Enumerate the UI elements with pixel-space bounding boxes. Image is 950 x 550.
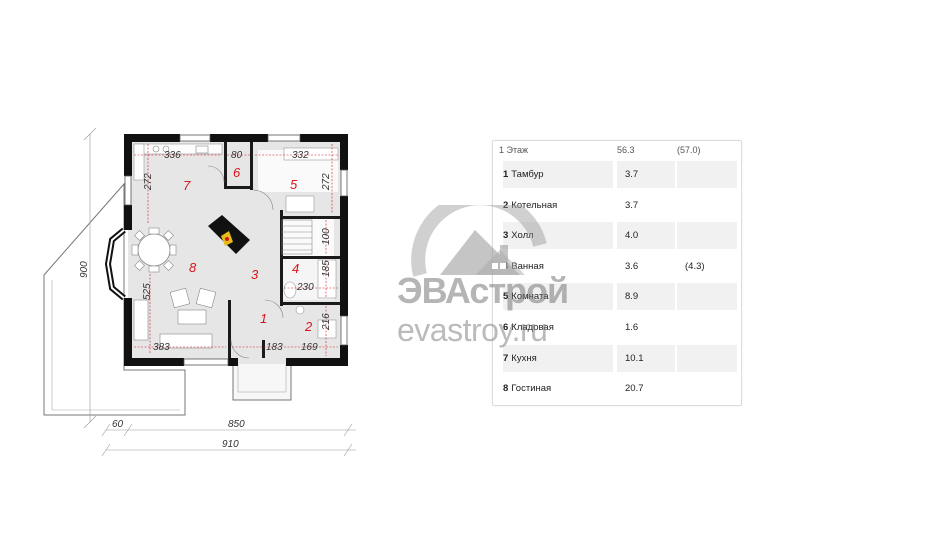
porch [232, 361, 292, 401]
dim-boiler-width: 169 [301, 342, 318, 353]
dim-vestibule-width: 183 [266, 342, 283, 353]
room-number: 5 [503, 291, 509, 303]
room-number-1: 1 [260, 311, 267, 326]
dim-living-depth: 525 [142, 283, 153, 300]
room-area-alt [677, 192, 737, 219]
room-name: Ванная [511, 260, 544, 272]
room-name: Кухня [511, 352, 537, 364]
floor-label: 1 Этаж [499, 145, 529, 155]
room-area: 3.7 [617, 161, 675, 188]
room-area: 3.7 [625, 199, 639, 211]
room-number-5: 5 [290, 177, 298, 192]
room-area: 1.6 [625, 322, 639, 333]
room-area-alt [677, 314, 737, 341]
total-area-alt: (57.0) [677, 145, 701, 155]
dim-storage-width: 80 [231, 150, 243, 161]
room-number-7: 7 [183, 178, 191, 193]
outer-width-inner-label: 850 [228, 419, 245, 430]
dining-table [137, 233, 171, 267]
outer-width-total-label: 910 [222, 439, 239, 450]
room-area-alt [677, 344, 737, 372]
room-area-alt [677, 283, 737, 311]
room-number-4: 4 [292, 261, 299, 276]
room-area: 8.9 [617, 283, 675, 311]
interior-walls [224, 142, 340, 358]
terrace-outline [43, 182, 186, 416]
exterior-walls [124, 134, 348, 366]
room-number-8: 8 [189, 260, 197, 275]
room-number: 6 [503, 322, 509, 333]
dim-stair-depth: 100 [321, 228, 332, 245]
room-area: 10.1 [617, 344, 675, 372]
dim-bath-depth: 185 [321, 260, 332, 277]
room-number: 1 [503, 169, 509, 180]
room-area: 20.7 [625, 383, 644, 395]
outer-dimension-lines [83, 127, 356, 457]
room-number: 3 [503, 230, 509, 242]
room-area-alt: (4.3) [685, 260, 705, 272]
room-name: Гостиная [511, 383, 552, 395]
room-area: 4.0 [617, 222, 675, 250]
room-area: 3.6 [625, 260, 639, 272]
watermark-brand: ЭВАстрой [397, 270, 569, 311]
dim-living-width: 383 [153, 342, 170, 353]
total-area: 56.3 [617, 145, 635, 155]
dim-kitchen-depth: 272 [143, 173, 154, 191]
room-number: 8 [503, 383, 509, 395]
dim-room-depth: 272 [321, 173, 332, 191]
dim-bath-width: 230 [296, 282, 314, 293]
room-number: 2 [503, 199, 509, 211]
room-name: Кладовая [511, 322, 554, 333]
room-number-2: 2 [304, 319, 313, 334]
dim-kitchen-width: 336 [164, 150, 181, 161]
outer-height-label: 900 [79, 261, 90, 278]
outer-offset-label: 60 [112, 419, 124, 430]
watermark-site: evastroy.ru [397, 312, 548, 348]
dim-room-width: 332 [292, 150, 309, 161]
room-number: 7 [503, 352, 509, 364]
room-number-6: 6 [233, 165, 241, 180]
dim-boiler-depth: 216 [321, 313, 332, 331]
living-furniture [133, 287, 217, 349]
room-name: Холл [511, 230, 534, 242]
windows [124, 134, 348, 366]
room-name: Тамбур [511, 169, 544, 180]
bay-window [104, 227, 126, 301]
room-number-3: 3 [251, 267, 259, 282]
table-header: 1 Этаж 56.3 (57.0) [493, 141, 741, 159]
room-area-alt [677, 161, 737, 188]
room-area-alt [677, 375, 737, 402]
dimension-lines [134, 144, 338, 356]
room-name: Комната [511, 291, 549, 303]
room-name: Котельная [511, 199, 558, 211]
door-swings [207, 165, 284, 359]
room-area-alt [677, 222, 737, 250]
